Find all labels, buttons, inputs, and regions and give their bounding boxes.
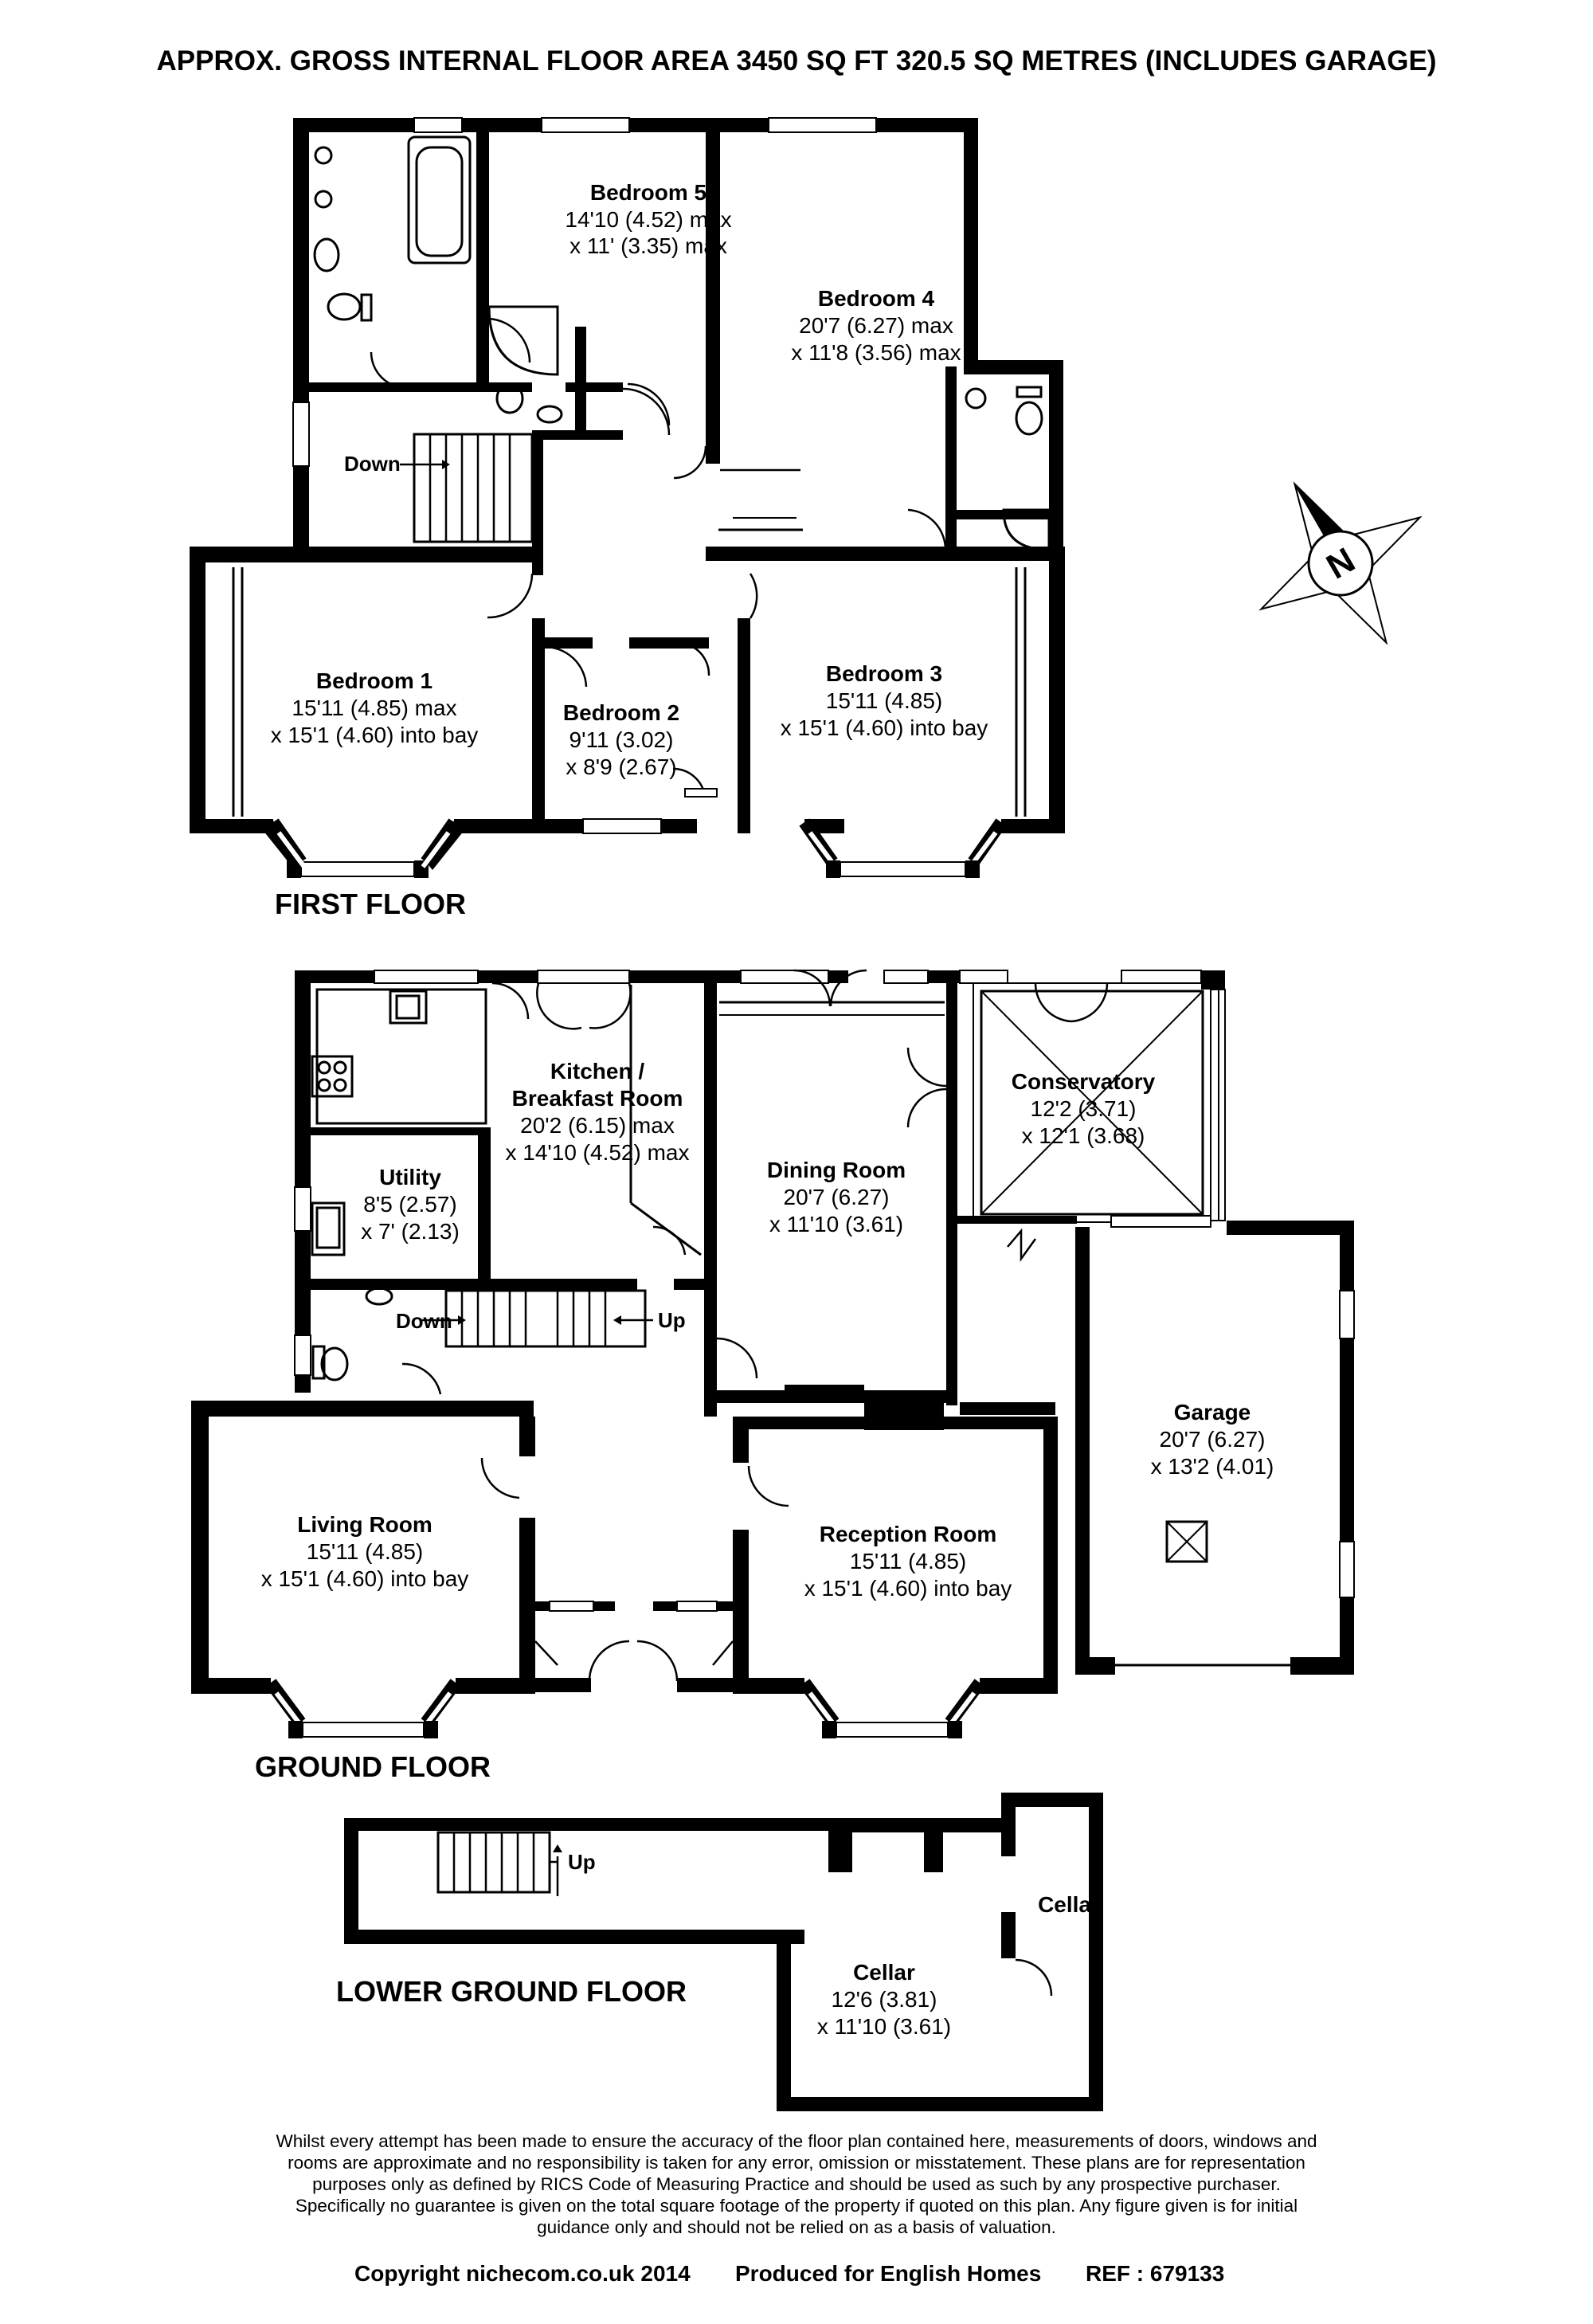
bedroom5-dim1: 14'10 (4.52) max xyxy=(565,207,731,232)
disclaimer-line: rooms are approximate and no responsibil… xyxy=(288,2153,1305,2173)
footer-ref: REF : 679133 xyxy=(1086,2261,1224,2286)
kitchen-dim1: 20'2 (6.15) max xyxy=(520,1113,675,1138)
disclaimer-line: Whilst every attempt has been made to en… xyxy=(276,2131,1317,2151)
stairs-up-label-ground: Up xyxy=(658,1308,686,1332)
reception-name: Reception Room xyxy=(820,1522,996,1546)
utility-dim1: 8'5 (2.57) xyxy=(363,1192,456,1217)
bedroom1-name: Bedroom 1 xyxy=(316,668,432,693)
bedroom2-dim1: 9'11 (3.02) xyxy=(569,727,674,752)
dining-dim1: 20'7 (6.27) xyxy=(784,1185,890,1209)
bedroom4-dim2: x 11'8 (3.56) max xyxy=(791,340,961,365)
bedroom3-name: Bedroom 3 xyxy=(826,661,942,686)
ground-floor-label: GROUND FLOOR xyxy=(255,1750,491,1783)
utility-name: Utility xyxy=(379,1165,441,1189)
living-dim1: 15'11 (4.85) xyxy=(307,1539,423,1564)
cellar-small-name: Cellar xyxy=(1038,1892,1100,1917)
dining-dim2: x 11'10 (3.61) xyxy=(769,1212,903,1236)
bedroom4-dim1: 20'7 (6.27) max xyxy=(799,313,953,338)
bedroom3-dim1: 15'11 (4.85) xyxy=(826,688,942,713)
bedroom5-dim2: x 11' (3.35) max xyxy=(569,233,727,258)
kitchen-dim2: x 14'10 (4.52) max xyxy=(505,1140,689,1165)
bedroom2-name: Bedroom 2 xyxy=(563,700,679,725)
footer-copyright: Copyright nichecom.co.uk 2014 xyxy=(354,2261,691,2286)
kitchen-name1: Kitchen / xyxy=(550,1059,644,1084)
lower-ground-floor-plan xyxy=(344,1793,1103,2111)
disclaimer-line: guidance only and should not be relied o… xyxy=(537,2217,1056,2237)
bedroom3-dim2: x 15'1 (4.60) into bay xyxy=(781,715,988,740)
cellar-main-dim2: x 11'10 (3.61) xyxy=(817,2014,951,2039)
stairs-down-label-first: Down xyxy=(344,452,401,476)
disclaimer: Whilst every attempt has been made to en… xyxy=(276,2131,1317,2237)
garage-dim2: x 13'2 (4.01) xyxy=(1151,1454,1274,1479)
reception-dim2: x 15'1 (4.60) into bay xyxy=(804,1576,1012,1601)
bedroom1-dim2: x 15'1 (4.60) into bay xyxy=(271,723,479,747)
compass-rose-icon xyxy=(1258,481,1423,645)
page-title: APPROX. GROSS INTERNAL FLOOR AREA 3450 S… xyxy=(156,45,1436,76)
garage-name: Garage xyxy=(1174,1400,1251,1425)
first-floor-plan: Down xyxy=(190,117,1065,878)
garage-dim1: 20'7 (6.27) xyxy=(1160,1427,1266,1452)
first-floor-label: FIRST FLOOR xyxy=(275,888,466,920)
bedroom4-name: Bedroom 4 xyxy=(818,286,935,311)
cellar-main-name: Cellar xyxy=(853,1960,915,1985)
cellar-main-dim1: 12'6 (3.81) xyxy=(832,1987,937,2012)
ground-floor-plan: Down Up xyxy=(191,969,1355,1738)
stairs-down-label-ground: Down xyxy=(396,1309,452,1333)
disclaimer-line: purposes only as defined by RICS Code of… xyxy=(312,2174,1281,2194)
conservatory-dim2: x 12'1 (3.68) xyxy=(1022,1123,1145,1148)
kitchen-name2: Breakfast Room xyxy=(512,1086,683,1111)
footer-produced: Produced for English Homes xyxy=(735,2261,1041,2286)
conservatory-dim1: 12'2 (3.71) xyxy=(1031,1096,1137,1121)
lower-ground-floor-label: LOWER GROUND FLOOR xyxy=(336,1975,687,2008)
conservatory-name: Conservatory xyxy=(1012,1069,1156,1094)
bedroom2-dim2: x 8'9 (2.67) xyxy=(566,754,676,779)
bedroom5-name: Bedroom 5 xyxy=(590,180,706,205)
living-dim2: x 15'1 (4.60) into bay xyxy=(261,1566,469,1591)
bedroom1-dim1: 15'11 (4.85) max xyxy=(292,696,456,720)
living-name: Living Room xyxy=(297,1512,432,1537)
reception-dim1: 15'11 (4.85) xyxy=(850,1549,966,1574)
stairs-up-label-lower: Up xyxy=(568,1850,596,1874)
dining-name: Dining Room xyxy=(767,1158,906,1182)
utility-dim2: x 7' (2.13) xyxy=(361,1219,460,1244)
disclaimer-line: Specifically no guarantee is given on th… xyxy=(296,2196,1297,2216)
